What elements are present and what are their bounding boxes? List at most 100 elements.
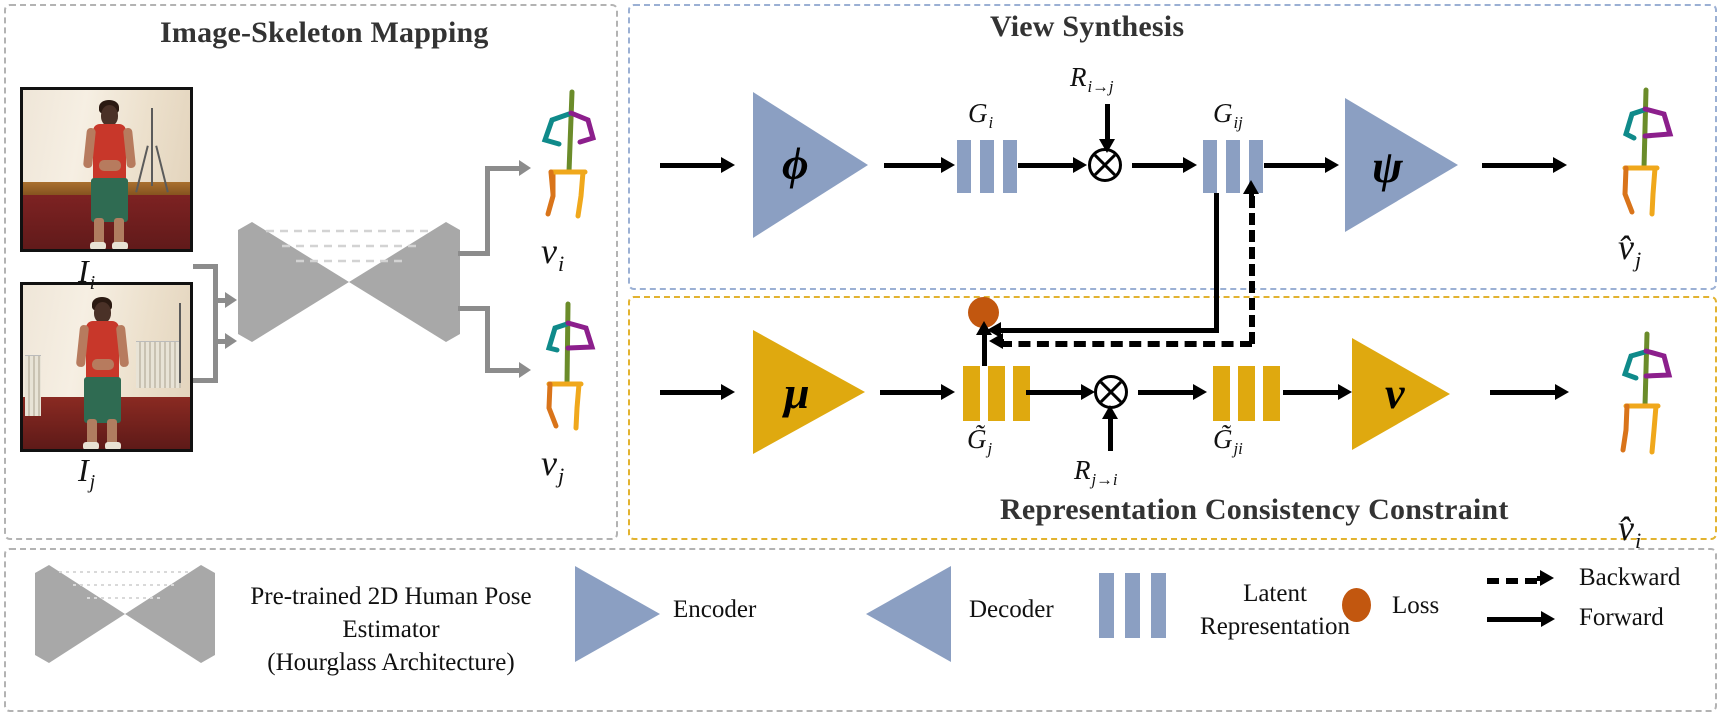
feedback-forward-line-horizontal bbox=[1000, 328, 1219, 333]
latent-bar bbox=[957, 140, 971, 193]
legend-backward-label: Backward bbox=[1579, 564, 1681, 591]
gray-connector-i-seg4 bbox=[213, 339, 227, 344]
decoder-nu bbox=[1352, 338, 1450, 450]
legend-hourglass-icon bbox=[35, 565, 215, 668]
arrow-rotation-into-mul-vs bbox=[1099, 104, 1115, 153]
encoder-mu bbox=[753, 330, 865, 454]
label-image-i: Ii bbox=[78, 253, 96, 294]
label-G-tilde-j: G̃j bbox=[967, 424, 993, 458]
arrow-mu-to-gtj bbox=[880, 384, 955, 400]
photo-person-shorts bbox=[91, 178, 128, 222]
arrow-mul-to-gij bbox=[1132, 157, 1197, 173]
latent-bar bbox=[1125, 573, 1140, 638]
latent-bar bbox=[1238, 366, 1255, 421]
photo2-person-shorts bbox=[84, 377, 121, 423]
arrow-mul-to-gtji bbox=[1138, 384, 1207, 400]
photo-person-leg-left bbox=[94, 218, 104, 248]
legend-latent-icon bbox=[1099, 573, 1166, 638]
legend-hourglass-line1: Pre-trained 2D Human Pose Estimator bbox=[250, 583, 532, 643]
gray-arrow-j bbox=[225, 292, 237, 308]
legend-forward-label: Forward bbox=[1579, 604, 1664, 631]
latent-bar bbox=[1249, 140, 1263, 193]
feedback-backward-arrowhead-up bbox=[1243, 180, 1259, 201]
photo2-person-torso bbox=[86, 321, 119, 381]
latent-bars-gtilde-j bbox=[963, 366, 1030, 421]
skeleton-v-j bbox=[536, 300, 606, 440]
photo-person-hands bbox=[99, 160, 121, 171]
latent-bar bbox=[1213, 366, 1230, 421]
legend-latent-label: Latent Representation bbox=[1180, 577, 1370, 643]
panel-legend bbox=[4, 548, 1717, 712]
legend-encoder-icon bbox=[575, 566, 660, 662]
arrow-gi-to-mul bbox=[1018, 157, 1087, 173]
latent-bars-gtilde-ji bbox=[1213, 366, 1280, 421]
label-v-i: vi bbox=[541, 231, 565, 276]
latent-bar bbox=[1263, 366, 1280, 421]
latent-bars-gij bbox=[1203, 140, 1263, 193]
feedback-backward-arrowhead-left bbox=[989, 333, 1004, 349]
title-representation-consistency: Representation Consistency Constraint bbox=[1000, 493, 1509, 526]
label-G-i: Gi bbox=[968, 98, 994, 132]
latent-bar bbox=[1013, 366, 1030, 421]
encoder-mu-label: μ bbox=[784, 367, 810, 418]
legend-backward-arrowhead bbox=[1537, 570, 1554, 586]
photo2-person-shoe-right bbox=[105, 442, 121, 449]
tensor-product-vs bbox=[1088, 148, 1122, 182]
photo2-person-head bbox=[94, 302, 111, 323]
label-G-tilde-ji: G̃ji bbox=[1213, 424, 1243, 458]
gray-connector-j-seg2 bbox=[213, 298, 218, 383]
arrow-gtji-to-nu bbox=[1283, 384, 1352, 400]
arrow-gij-to-psi bbox=[1264, 157, 1339, 173]
arrow-gtj-to-loss bbox=[976, 321, 992, 366]
legend-encoder-label: Encoder bbox=[673, 596, 757, 623]
legend-forward-icon bbox=[1487, 611, 1555, 627]
gray-connector-j-seg1 bbox=[193, 378, 218, 383]
panel-representation-consistency bbox=[628, 296, 1717, 540]
decoder-psi-label: ψ bbox=[1372, 141, 1403, 192]
title-view-synthesis: View Synthesis bbox=[990, 10, 1185, 43]
photo-person-shoe-left bbox=[90, 242, 106, 249]
feedback-backward-line-horizontal bbox=[1000, 341, 1252, 347]
latent-bar bbox=[1003, 140, 1017, 193]
legend-hourglass-line2: (Hourglass Architecture) bbox=[267, 649, 515, 676]
latent-bar bbox=[1099, 573, 1114, 638]
gray-arrow-out-j bbox=[519, 362, 531, 378]
label-image-j: Ij bbox=[78, 452, 96, 493]
legend-loss-label: Loss bbox=[1392, 592, 1440, 619]
hourglass-network bbox=[238, 222, 460, 342]
gray-connector-j-seg3 bbox=[213, 298, 227, 303]
latent-bar bbox=[1226, 140, 1240, 193]
input-image-i bbox=[20, 87, 193, 252]
arrow-vs-input bbox=[660, 157, 735, 173]
label-G-ij: Gij bbox=[1213, 98, 1243, 132]
photo-person-head bbox=[101, 105, 118, 126]
legend-latent-line1: Latent bbox=[1243, 580, 1307, 607]
latent-bars-gi bbox=[957, 140, 1017, 193]
input-image-j bbox=[20, 282, 193, 452]
label-R-j-to-i: Rj→i bbox=[1074, 455, 1118, 489]
arrow-nu-output bbox=[1490, 384, 1569, 400]
legend-decoder-label: Decoder bbox=[969, 596, 1054, 623]
skeleton-v-hat-i bbox=[1612, 330, 1682, 470]
latent-bar bbox=[980, 140, 994, 193]
gray-arrow-out-i bbox=[519, 160, 531, 176]
photo2-person-shoe-left bbox=[83, 442, 99, 449]
title-image-skeleton-mapping: Image-Skeleton Mapping bbox=[160, 16, 489, 49]
latent-bar bbox=[963, 366, 980, 421]
legend-latent-line2: Representation bbox=[1200, 613, 1350, 640]
gray-connector-out-i-seg2 bbox=[485, 166, 490, 256]
label-R-i-to-j: Ri→j bbox=[1070, 62, 1114, 96]
encoder-phi-label: ϕ bbox=[782, 138, 809, 189]
gray-arrow-i bbox=[225, 333, 237, 349]
legend-loss-icon bbox=[1342, 588, 1371, 622]
decoder-psi bbox=[1345, 98, 1458, 232]
latent-bar bbox=[1151, 573, 1166, 638]
gray-connector-out-j-seg1 bbox=[458, 306, 490, 311]
legend-backward-icon bbox=[1487, 578, 1537, 584]
panel-image-skeleton-mapping bbox=[4, 4, 618, 540]
photo-person-torso bbox=[93, 124, 126, 182]
photo2-person-leg-left bbox=[87, 419, 97, 449]
photo-person-shoe-right bbox=[112, 242, 128, 249]
gray-connector-out-j-seg3 bbox=[485, 368, 521, 373]
label-v-hat-j: v̂j bbox=[1618, 227, 1642, 272]
